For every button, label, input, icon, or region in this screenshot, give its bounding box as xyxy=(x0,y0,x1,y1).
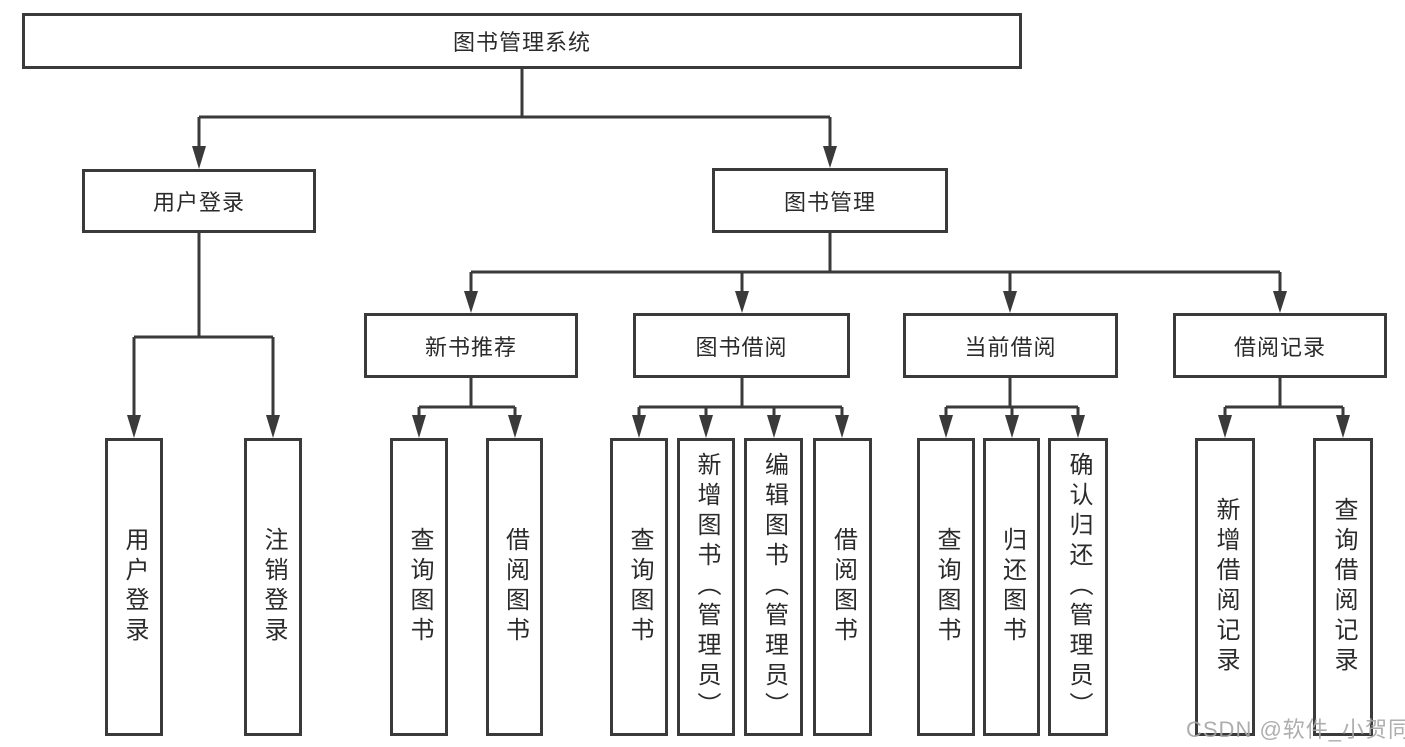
leaf-confirm-return-admin: 确认归还（管理员） xyxy=(1048,438,1108,736)
csdn-watermark: CSDN @软件_小贺同学 xyxy=(1186,717,1405,742)
arrow-down-icon xyxy=(632,415,646,438)
connector-level2 xyxy=(469,233,1282,296)
leaf-borrow-books: 借阅图书 xyxy=(813,438,872,736)
connector-borrow-record-group xyxy=(1223,378,1345,422)
arrowheads-level1 xyxy=(192,146,837,169)
node-borrow-record: 借阅记录 xyxy=(1173,313,1387,378)
arrow-down-icon xyxy=(699,415,713,438)
node-user-login: 用户登录 xyxy=(82,169,316,233)
arrow-down-icon xyxy=(1336,415,1350,438)
leaf-query-books-current: 查询图书 xyxy=(917,438,975,736)
arrow-down-icon xyxy=(823,146,837,168)
arrow-down-icon xyxy=(508,415,522,438)
arrow-down-icon xyxy=(1273,291,1287,313)
leaf-return-books: 归还图书 xyxy=(983,438,1040,736)
leaf-logout: 注销登录 xyxy=(244,438,302,736)
leaf-edit-books-admin: 编辑图书（管理员） xyxy=(744,438,803,736)
node-book-management: 图书管理 xyxy=(712,168,948,233)
arrow-down-icon xyxy=(412,415,426,438)
arrow-down-icon xyxy=(127,415,141,438)
arrow-down-icon xyxy=(939,415,953,438)
arrow-down-icon xyxy=(192,146,206,169)
leaf-user-login: 用户登录 xyxy=(105,438,163,736)
connector-new-book-group xyxy=(417,378,517,422)
leaf-query-borrow-record: 查询借阅记录 xyxy=(1313,438,1373,736)
connector-level1 xyxy=(197,69,832,150)
connector-user-login-group xyxy=(132,233,275,420)
arrowheads-level3 xyxy=(127,415,1350,438)
arrow-down-icon xyxy=(1003,291,1017,313)
arrowheads-level2 xyxy=(464,291,1287,313)
node-root-system: 图书管理系统 xyxy=(22,13,1022,69)
leaf-query-books-recommend: 查询图书 xyxy=(390,438,448,736)
connector-current-borrow-group xyxy=(944,378,1080,422)
arrow-down-icon xyxy=(464,291,478,313)
leaf-borrow-books-recommend: 借阅图书 xyxy=(486,438,543,736)
arrow-down-icon xyxy=(767,415,781,438)
arrow-down-icon xyxy=(1071,415,1085,438)
arrow-down-icon xyxy=(266,415,280,438)
node-book-borrow: 图书借阅 xyxy=(633,313,850,378)
arrow-down-icon xyxy=(1218,415,1232,438)
leaf-add-borrow-record: 新增借阅记录 xyxy=(1195,438,1255,736)
arrow-down-icon xyxy=(1005,415,1019,438)
node-new-book-recommend: 新书推荐 xyxy=(364,313,578,378)
leaf-add-books-admin: 新增图书（管理员） xyxy=(677,438,735,736)
connector-book-borrow-group xyxy=(637,378,844,422)
node-current-borrow: 当前借阅 xyxy=(903,313,1118,378)
leaf-query-books-borrow: 查询图书 xyxy=(610,438,668,736)
arrow-down-icon xyxy=(835,415,849,438)
arrow-down-icon xyxy=(735,291,749,313)
